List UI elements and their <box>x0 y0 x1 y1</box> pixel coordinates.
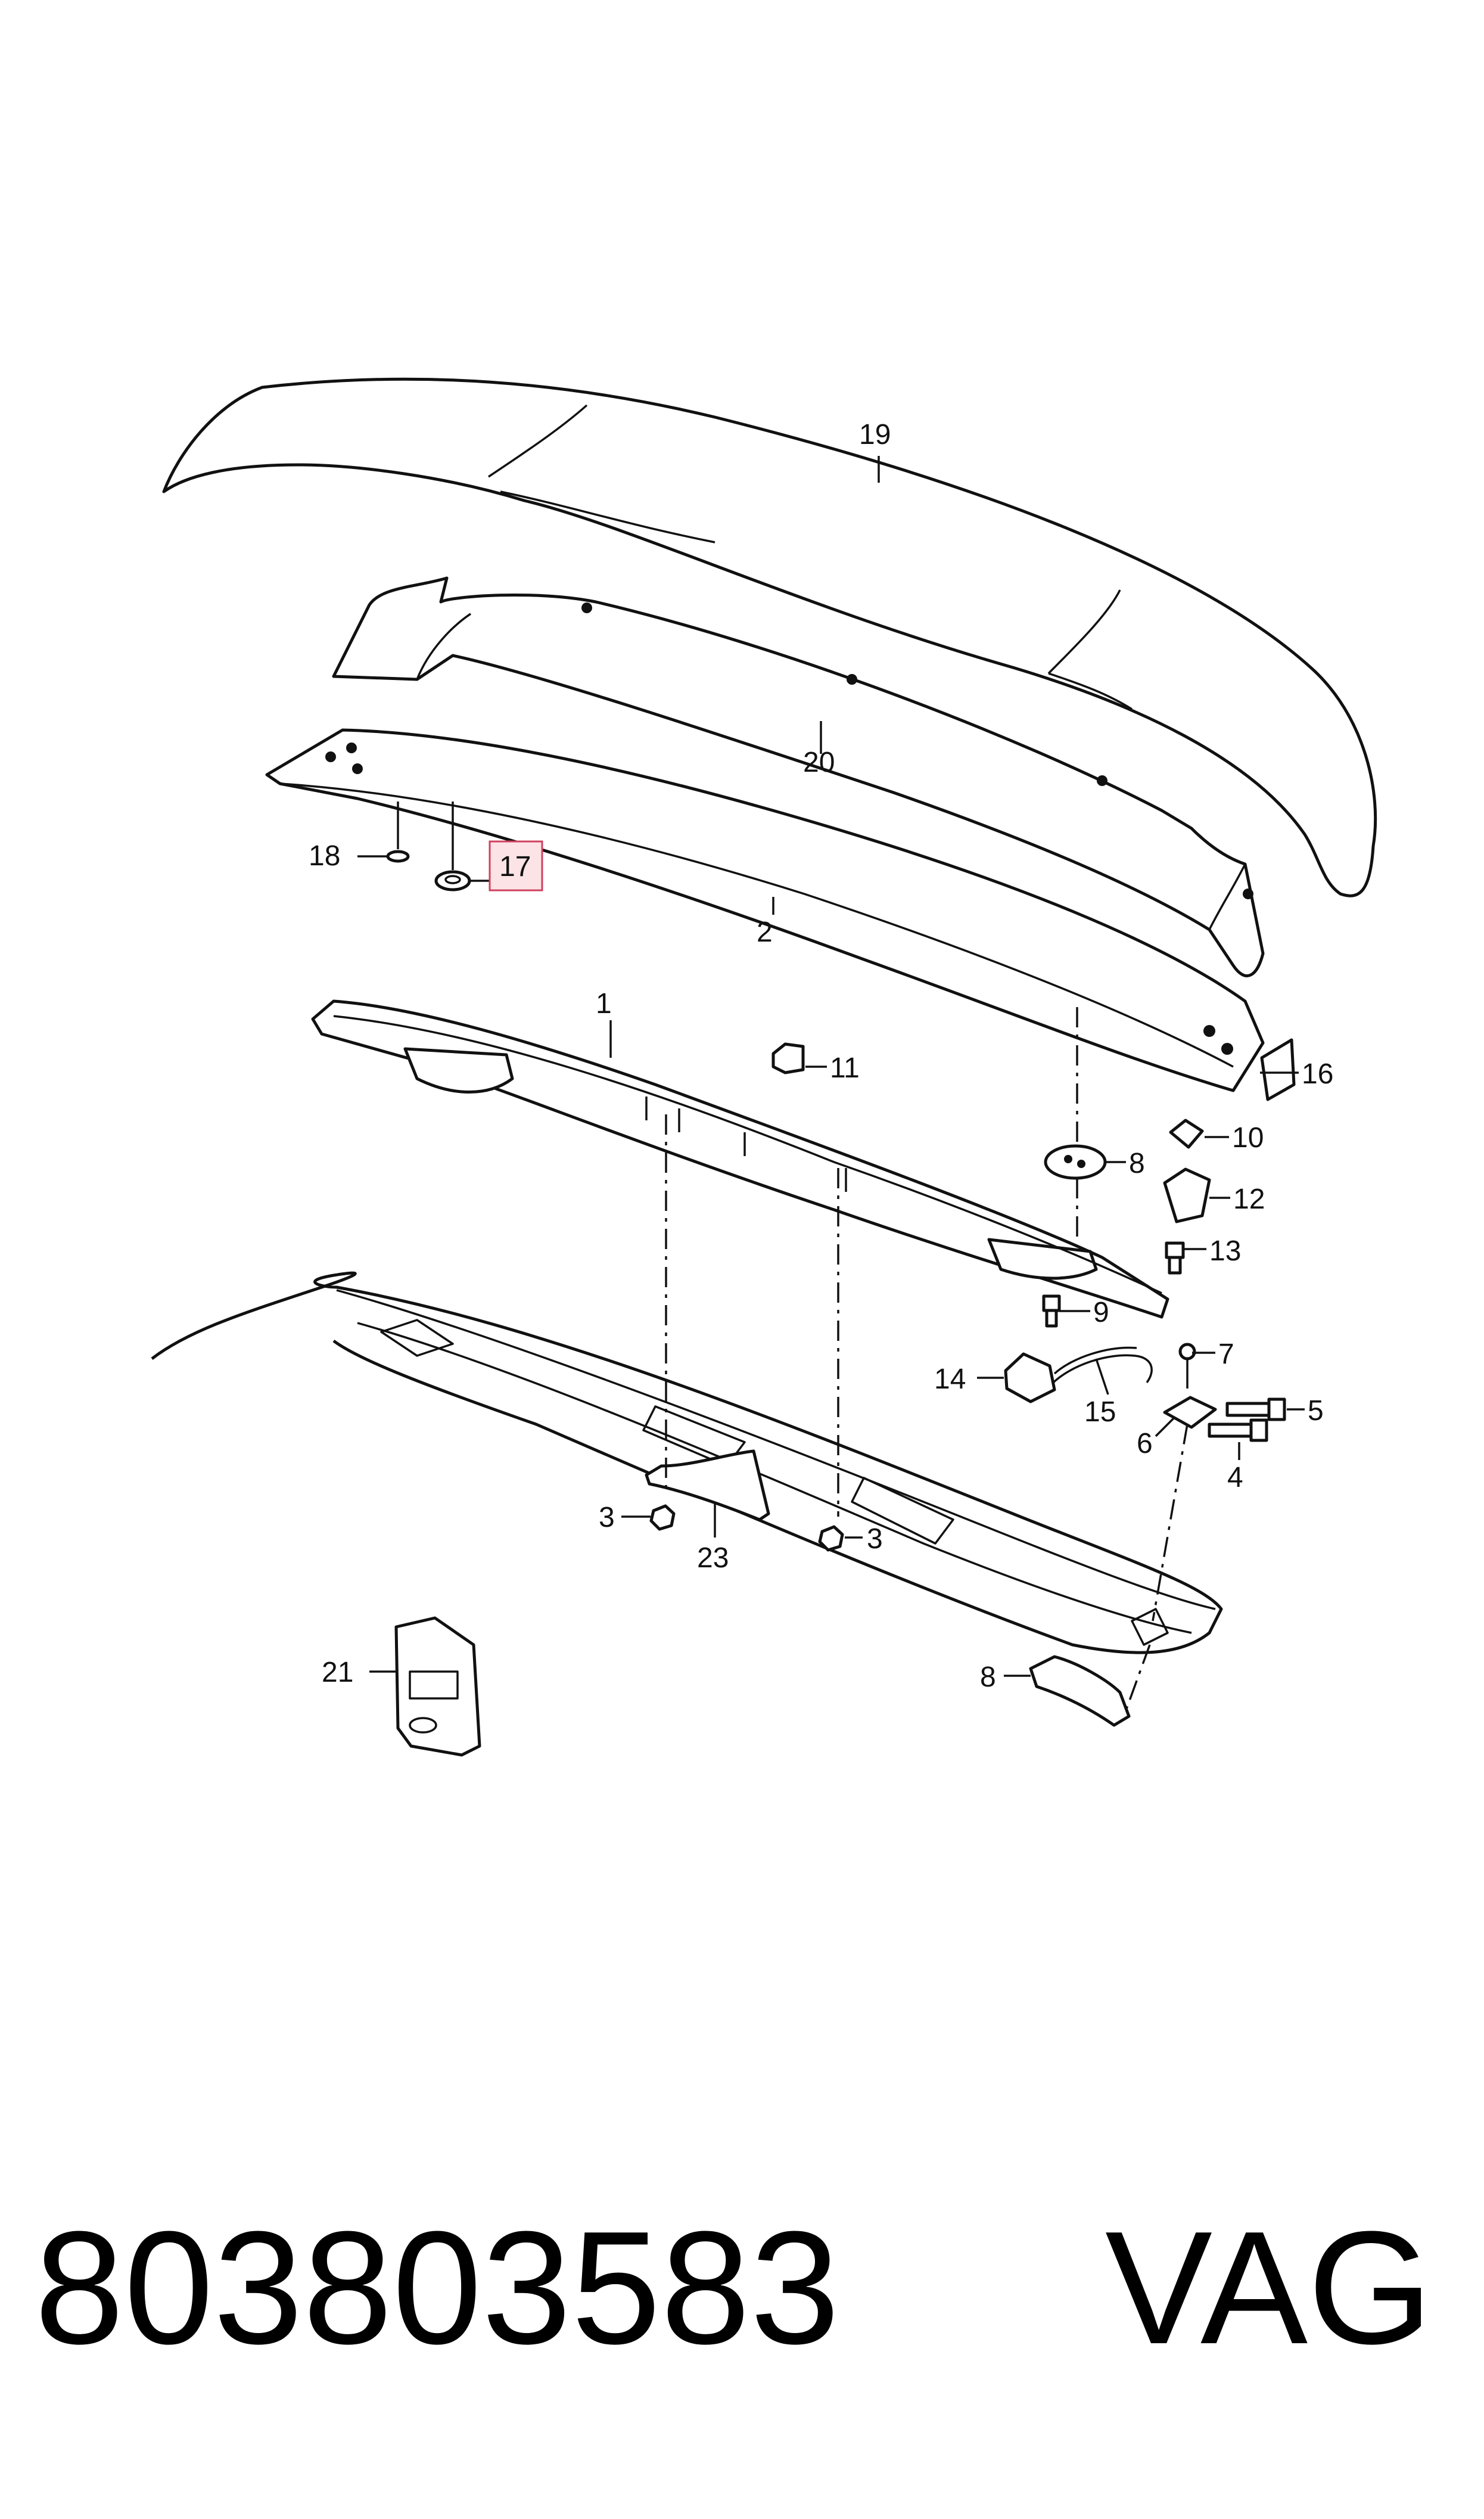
callout-3-right: 3 <box>867 1523 883 1555</box>
callout-10: 9 <box>1093 1297 1109 1328</box>
grommet-18 <box>434 870 471 892</box>
callout-8: 8 <box>980 1661 996 1693</box>
spoiler-mid-frame <box>332 576 1265 977</box>
bolt-4 <box>1208 1418 1268 1442</box>
nut-3-left <box>649 1504 676 1531</box>
callout-22: 21 <box>322 1657 353 1688</box>
support-bracket-23 <box>645 1449 770 1521</box>
callout-9: 8 <box>1129 1148 1145 1179</box>
gasket-17 <box>1260 1038 1296 1101</box>
callout-4: 4 <box>1227 1462 1243 1493</box>
callout-18: 17 <box>499 851 531 883</box>
callout-17: 16 <box>1302 1058 1333 1090</box>
callout-23: 23 <box>697 1542 729 1574</box>
callout-2: 2 <box>757 917 773 948</box>
alignment-lines <box>665 1007 1189 1711</box>
callout-3-left: 3 <box>599 1502 615 1533</box>
callout-1: 1 <box>596 988 612 1020</box>
spoiler-bracket <box>311 999 1169 1319</box>
callout-14: 13 <box>1209 1235 1241 1267</box>
leader-lines <box>357 456 1305 1677</box>
callout-11: 10 <box>1232 1122 1264 1154</box>
callout-20: 19 <box>859 419 891 451</box>
spoiler-base-panel <box>265 728 1265 1092</box>
plug-19 <box>386 850 410 863</box>
callout-7: 7 <box>1218 1338 1234 1370</box>
plate-11 <box>1169 1119 1204 1149</box>
callout-15: 14 <box>934 1363 966 1395</box>
nut-clip-13 <box>1163 1167 1211 1223</box>
callout-21: 20 <box>803 747 835 778</box>
callout-5: 5 <box>1308 1395 1324 1427</box>
nut-3-right <box>818 1525 844 1552</box>
callout-12: 11 <box>830 1052 860 1084</box>
part-number: 803803583 <box>35 2198 840 2378</box>
screw-7 <box>1178 1343 1196 1389</box>
bracket-plate-6 <box>1163 1396 1217 1429</box>
callout-6: 6 <box>1137 1428 1153 1459</box>
label-22 <box>394 1616 481 1757</box>
callout-16: 15 <box>1084 1396 1116 1428</box>
bump-stop-9 <box>1044 1144 1107 1180</box>
bolt-5 <box>1225 1397 1286 1421</box>
bolt-14 <box>1165 1241 1185 1275</box>
harness-15-16 <box>1004 1346 1153 1403</box>
bolt-10 <box>1042 1294 1061 1328</box>
spoiler-upper-shell <box>162 377 1377 897</box>
highlight-box-18 <box>489 840 543 892</box>
callout-13: 12 <box>1233 1184 1265 1215</box>
bracket-8 <box>1029 1655 1131 1727</box>
footer: 803803583 VAG <box>0 2199 1484 2378</box>
clip-12 <box>771 1042 805 1074</box>
callout-19: 18 <box>309 840 340 872</box>
callout-labels: 19 20 2 1 18 17 11 16 10 8 12 13 9 7 14 … <box>309 419 1333 1693</box>
brand-name: VAG <box>1105 2198 1433 2378</box>
